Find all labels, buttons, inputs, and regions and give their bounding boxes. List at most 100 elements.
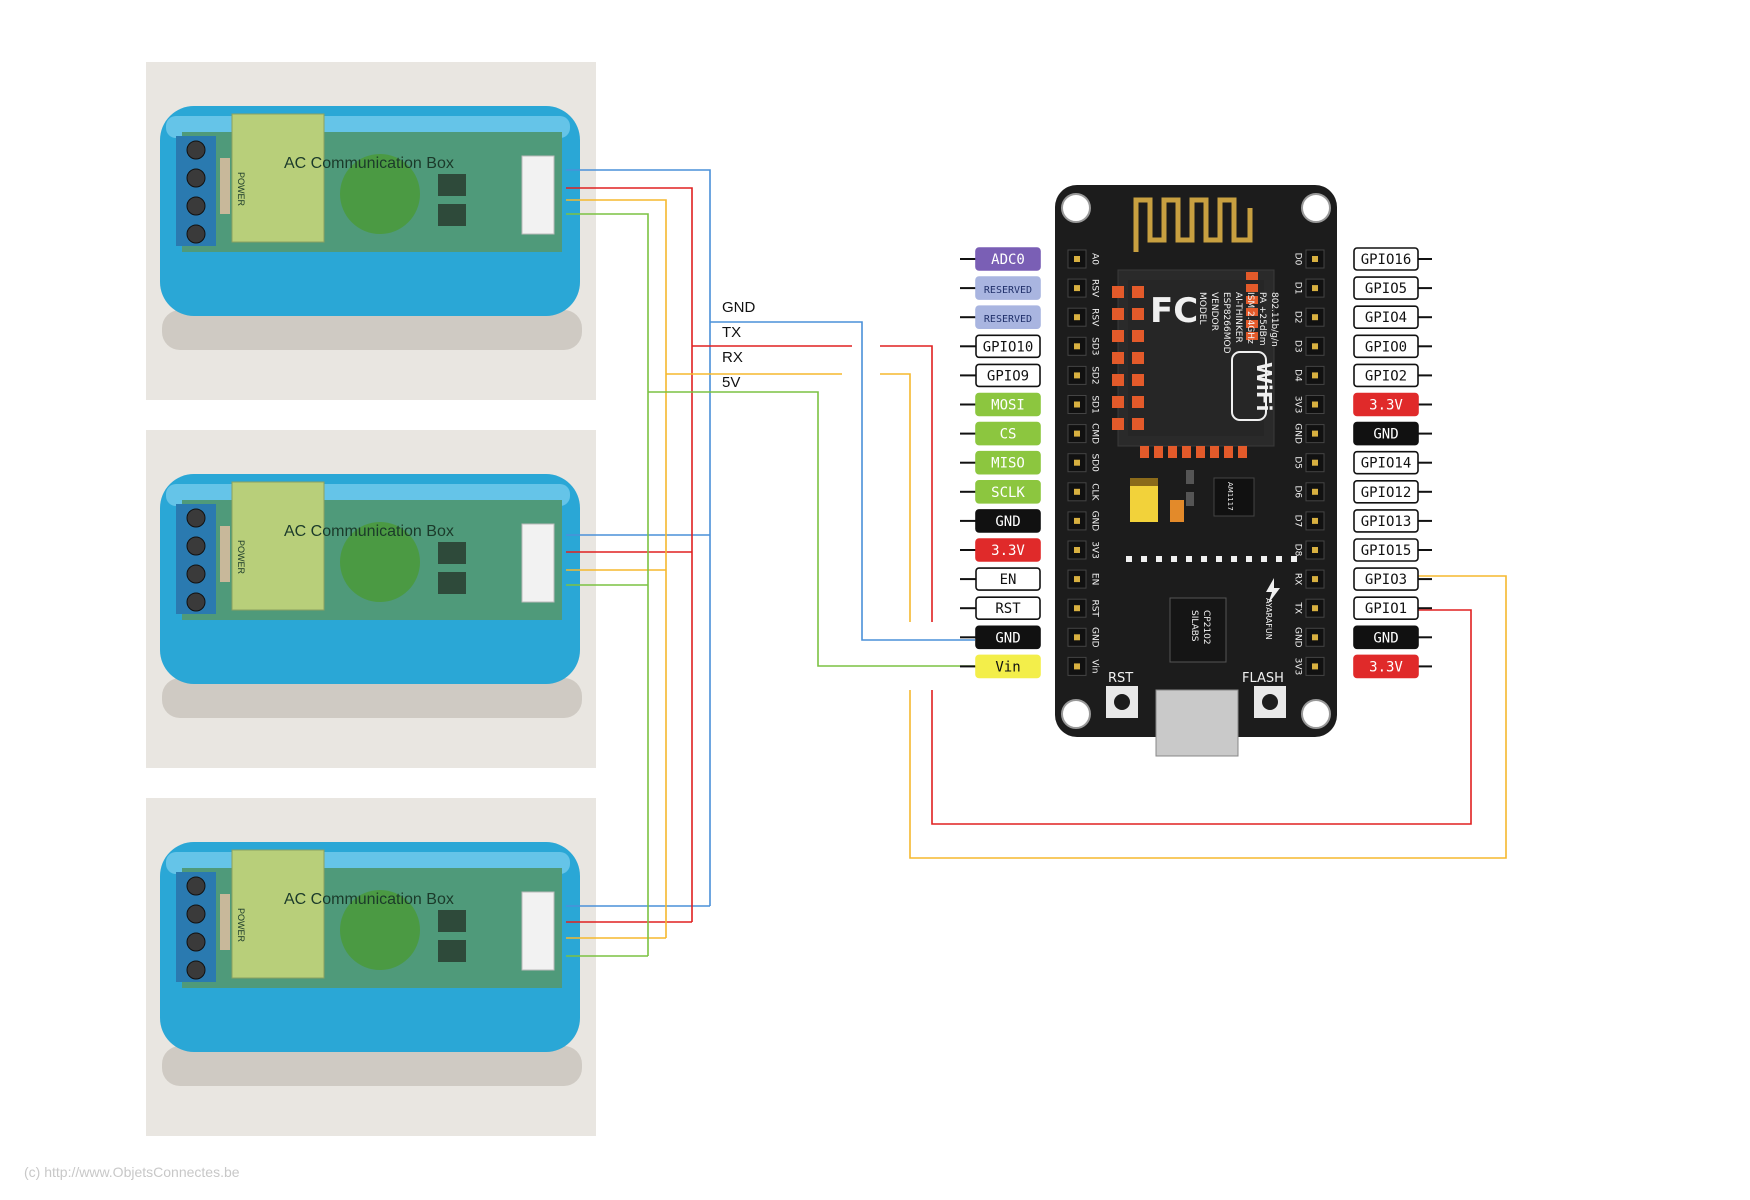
- pin-function-label: GPIO12: [1361, 485, 1412, 501]
- header-pin-gold: [1074, 634, 1080, 641]
- esp-module-shield: [1128, 280, 1264, 436]
- module-side-text: POWER: [236, 908, 246, 943]
- pin-function-label: GND: [995, 514, 1020, 530]
- module-pad: [1132, 286, 1144, 298]
- module-pad: [1112, 374, 1124, 386]
- module-pad: [1112, 418, 1124, 430]
- pcb-dot: [1261, 556, 1267, 562]
- header-pin-label: D7: [1293, 515, 1303, 528]
- header-pin-label: SD3: [1090, 337, 1100, 355]
- module-pad: [1210, 446, 1219, 458]
- wifi-logo-box: [1231, 351, 1267, 421]
- header-pin-label: D2: [1293, 311, 1303, 324]
- fcc-logo: FC: [1150, 291, 1198, 331]
- module-pad: [1132, 396, 1144, 408]
- label-tx: TX: [722, 324, 741, 341]
- lightning-icon: [1266, 578, 1280, 604]
- tantalum-capacitor-band: [1130, 478, 1158, 486]
- pin-function-label: Vin: [995, 659, 1020, 675]
- header-pin-label: A0: [1090, 253, 1100, 265]
- header-pin-gold: [1074, 401, 1080, 408]
- module-pad: [1132, 374, 1144, 386]
- pin-function-label: EN: [1000, 572, 1017, 588]
- pin-function-badge: [1353, 276, 1419, 300]
- screw-terminal-icon: [186, 196, 206, 216]
- pin-function-label: GND: [1373, 427, 1398, 443]
- pin-function-label: GND: [995, 630, 1020, 646]
- left-header: A0RSVRSVSD3SD2SD1CMDSD0CLKGND3V3ENRSTGND…: [1067, 249, 1100, 676]
- pin-function-badge: [1353, 538, 1419, 562]
- module-pad: [1112, 396, 1124, 408]
- pcb-dot: [1216, 556, 1222, 562]
- wire-tx-horizontal: [692, 345, 933, 622]
- screw-terminal-icon: [186, 960, 206, 980]
- pin-function-badge: [975, 392, 1041, 417]
- pin-function-label: GPIO15: [1361, 543, 1412, 559]
- flash-button-cap[interactable]: [1262, 694, 1278, 710]
- header-pin-gold: [1312, 401, 1318, 408]
- header-pin-gold: [1074, 256, 1080, 262]
- vendor-line: 802.11b/g/n: [1269, 292, 1279, 347]
- module-pads: [1112, 272, 1258, 458]
- rst-button-cap[interactable]: [1114, 694, 1130, 710]
- optocoupler: [438, 542, 466, 564]
- mounting-hole: [1301, 699, 1331, 729]
- module-pad: [1132, 352, 1144, 364]
- pin-function-badge: [1353, 247, 1419, 271]
- pin-function-label: GND: [1373, 630, 1398, 646]
- module-pad: [1246, 308, 1258, 316]
- header-pin-gold: [1312, 314, 1318, 321]
- pin-function-label: CS: [1000, 427, 1017, 443]
- header-pin-gold: [1074, 605, 1080, 612]
- capacitor-small: [1170, 500, 1184, 522]
- wire-gnd-module-1: [566, 169, 711, 907]
- vendor-text-block: MODEL VENDOR ESP8266MOD AI-THINKER ISM 2…: [1197, 292, 1279, 354]
- pin-function-badge: [975, 596, 1041, 621]
- header-pin-gold: [1312, 634, 1318, 641]
- pcb-dot: [1186, 556, 1192, 562]
- wire-tx-to-gpio1: [931, 609, 1472, 825]
- screw-terminal-icon: [186, 224, 206, 244]
- header-pin-gold: [1074, 285, 1080, 292]
- module-side-text: POWER: [236, 172, 246, 207]
- header-pin-label: GND: [1293, 423, 1303, 444]
- mounting-hole: [1301, 193, 1331, 223]
- module-side-text: POWER: [236, 540, 246, 575]
- module-pad: [1246, 332, 1258, 340]
- module-pad: [1246, 284, 1258, 292]
- pin-function-badge: [975, 654, 1041, 679]
- module-title: AC Communication Box: [284, 891, 454, 908]
- wire-gnd-bus-horizontal: [710, 321, 975, 641]
- module-pad: [1112, 286, 1124, 298]
- pin-function-badge: [975, 450, 1041, 475]
- header-pin-gold: [1312, 285, 1318, 292]
- wifi-logo: WiFi: [1252, 362, 1276, 411]
- header-pin-label: GND: [1090, 627, 1100, 648]
- pcb-dot: [1291, 556, 1297, 562]
- usb-connector: [1155, 689, 1239, 757]
- pin-function-label: GPIO10: [983, 339, 1034, 355]
- header-pin-label: 3V3: [1293, 396, 1303, 414]
- header-pin-label: D0: [1293, 253, 1303, 266]
- header-pin-label: D1: [1293, 282, 1303, 295]
- header-pin-label: 3V3: [1090, 541, 1100, 559]
- pcb-dot: [1126, 556, 1132, 562]
- label-rx: RX: [722, 349, 743, 366]
- pin-function-badge: [1353, 654, 1419, 679]
- label-gnd: GND: [722, 299, 756, 316]
- wire-rx-horizontal: [666, 373, 911, 622]
- optocoupler: [438, 910, 466, 932]
- transformer: [231, 113, 325, 243]
- header-pin-label: TX: [1293, 601, 1303, 614]
- header-pin-gold: [1074, 488, 1080, 495]
- pin-function-label: RESERVED: [984, 285, 1032, 296]
- screw-terminal-icon: [186, 932, 206, 952]
- header-pin-label: RST: [1090, 599, 1100, 617]
- current-coil: [340, 890, 420, 970]
- resistor: [220, 894, 230, 950]
- wifi-antenna-trace: [1133, 197, 1253, 252]
- header-pin-gold: [1074, 372, 1080, 379]
- optocoupler: [438, 572, 466, 594]
